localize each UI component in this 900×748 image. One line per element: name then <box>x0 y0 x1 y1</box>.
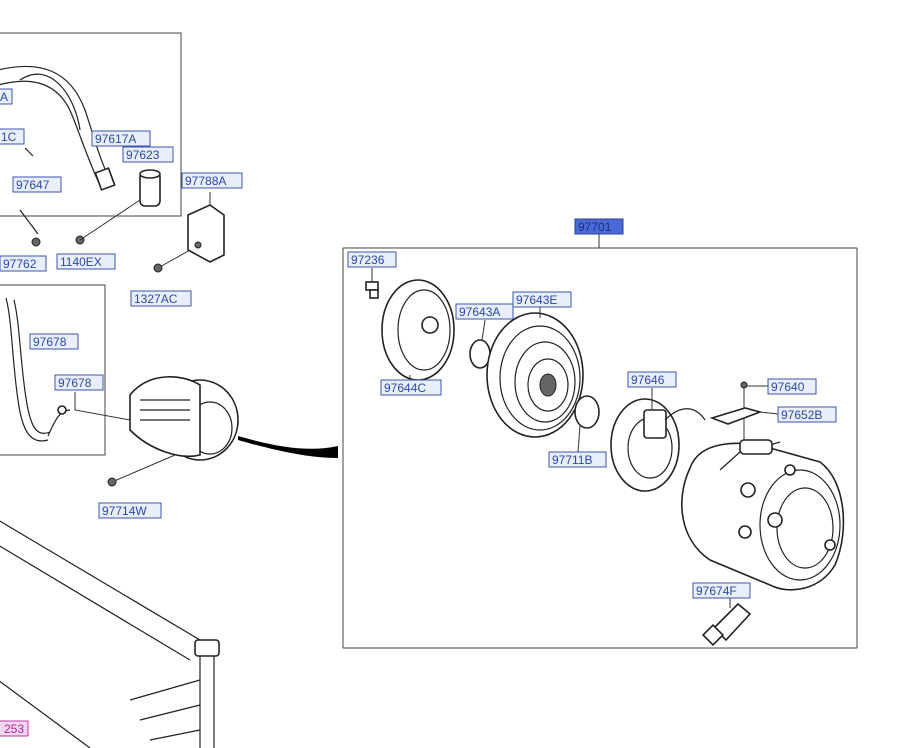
label-97643a[interactable]: 97643A <box>455 303 514 320</box>
label-97640[interactable]: 97640 <box>767 378 817 395</box>
label-1140ex[interactable]: 1140EX <box>56 253 116 270</box>
svg-text:97701: 97701 <box>578 220 612 234</box>
valve-97674f <box>701 598 752 647</box>
svg-text:97652B: 97652B <box>781 408 822 422</box>
condenser-drawing <box>0 520 220 748</box>
clutch-hub-97644c <box>381 279 455 381</box>
compressor-detail-frame <box>342 247 858 649</box>
svg-text:97640: 97640 <box>771 380 805 394</box>
label-97617a[interactable]: 97617A <box>91 130 151 147</box>
snap-ring-97643a <box>469 319 491 369</box>
label-97788a[interactable]: 97788A <box>181 172 243 189</box>
svg-text:97647: 97647 <box>16 178 50 192</box>
bracket-97652b <box>709 407 779 425</box>
label-253-partial[interactable]: 253 <box>0 720 29 737</box>
label-a-partial[interactable]: A <box>0 88 13 105</box>
label-97701-selected[interactable]: 97701 <box>574 218 624 235</box>
label-97646[interactable]: 97646 <box>627 371 677 388</box>
compressor-small-drawing <box>107 376 239 487</box>
label-97678-top[interactable]: 97678 <box>29 333 79 350</box>
svg-text:97674F: 97674F <box>696 584 737 598</box>
label-1c-partial[interactable]: 1C <box>0 128 25 145</box>
pressure-switch-part <box>153 192 225 273</box>
pulley-97643e <box>486 306 584 438</box>
svg-text:97711B: 97711B <box>552 453 592 467</box>
svg-text:97623: 97623 <box>126 148 160 162</box>
label-97678-mid[interactable]: 97678 <box>54 374 104 391</box>
detail-pointer <box>238 436 338 458</box>
svg-text:97678: 97678 <box>58 376 92 390</box>
pipe-assembly-frame <box>0 284 106 456</box>
label-97674f[interactable]: 97674F <box>692 582 751 599</box>
hose-assembly-frame <box>0 32 182 217</box>
ac-hose-drawing <box>0 65 161 247</box>
svg-text:97762: 97762 <box>3 257 37 271</box>
svg-text:1C: 1C <box>1 130 17 144</box>
oring-97711b <box>574 395 600 453</box>
svg-text:97236: 97236 <box>351 253 385 267</box>
svg-text:97788A: 97788A <box>185 174 226 188</box>
label-97711b[interactable]: 97711B <box>548 451 607 468</box>
label-97714w[interactable]: 97714W <box>98 502 162 519</box>
svg-text:97644C: 97644C <box>384 381 426 395</box>
label-97236[interactable]: 97236 <box>347 251 397 268</box>
svg-text:97646: 97646 <box>631 373 665 387</box>
label-97643e[interactable]: 97643E <box>512 291 572 308</box>
svg-text:1327AC: 1327AC <box>134 292 178 306</box>
field-coil-97646 <box>610 388 706 492</box>
label-97652b[interactable]: 97652B <box>777 406 837 423</box>
svg-text:1140EX: 1140EX <box>60 255 102 269</box>
label-97623[interactable]: 97623 <box>122 146 174 163</box>
pipe-drawing <box>5 297 131 442</box>
bolt-97236 <box>365 268 379 299</box>
label-97644c[interactable]: 97644C <box>380 379 442 396</box>
svg-text:A: A <box>0 90 8 104</box>
label-97762[interactable]: 97762 <box>0 255 47 272</box>
svg-text:97678: 97678 <box>33 335 67 349</box>
svg-text:97617A: 97617A <box>95 132 136 146</box>
compressor-body <box>681 439 845 591</box>
svg-text:97643E: 97643E <box>516 293 557 307</box>
label-97647[interactable]: 97647 <box>12 176 62 193</box>
svg-text:97714W: 97714W <box>102 504 147 518</box>
label-1327ac[interactable]: 1327AC <box>130 290 192 307</box>
svg-text:97643A: 97643A <box>459 305 500 319</box>
svg-text:253: 253 <box>4 722 24 736</box>
